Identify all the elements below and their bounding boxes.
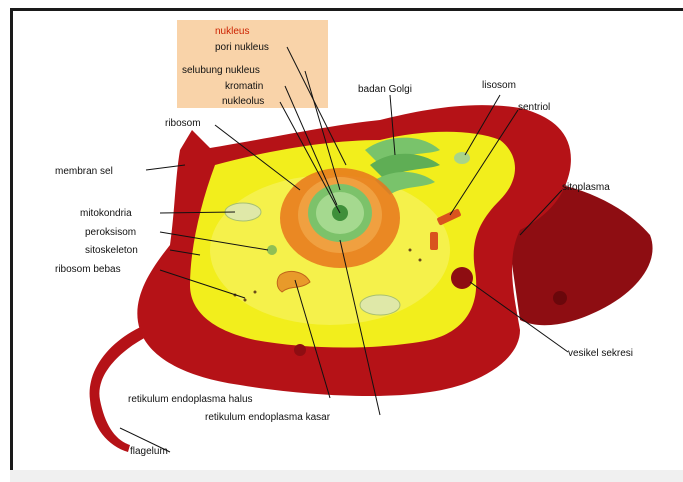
label-badan-golgi: badan Golgi [358,84,412,95]
label-retikulum-halus: retikulum endoplasma halus [128,394,253,405]
peroxisome [267,245,277,255]
secretory-vesicle [451,267,473,289]
label-pori-nukleus: pori nukleus [215,42,269,53]
lysosome [454,152,470,164]
label-sitoskeleton: sitoskeleton [85,245,138,256]
label-lisosom: lisosom [482,80,516,91]
label-ribosom: ribosom [165,118,201,129]
label-mitokondria: mitokondria [80,208,132,219]
label-kromatin: kromatin [225,81,263,92]
vesicle-small-2 [553,291,567,305]
label-sentriol: sentriol [518,102,550,113]
flagellum [90,325,150,452]
label-flagelum: flagelum [130,446,168,457]
label-peroksisom: peroksisom [85,227,136,238]
label-retikulum-kasar: retikulum endoplasma kasar [205,412,331,423]
mitochondrion-lower [360,295,400,315]
label-ribosom-bebas: ribosom bebas [55,264,121,275]
label-nukleus: nukleus [215,26,249,37]
label-sitoplasma: sitoplasma [562,182,610,193]
label-selubung-nukleus: selubung nukleus [182,65,260,76]
label-membran-sel: membran sel [55,166,113,177]
label-vesikel-sekresi: vesikel sekresi [568,348,633,359]
vesicle-small-1 [294,344,306,356]
label-nukleolus: nukleolus [222,96,264,107]
